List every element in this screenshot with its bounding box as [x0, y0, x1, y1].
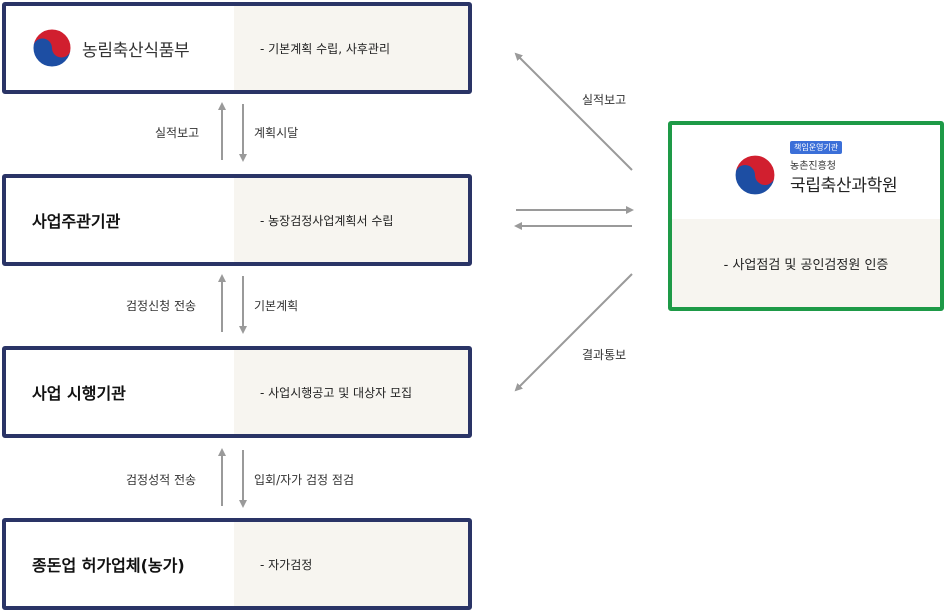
flow3-up-label: 검정성적 전송 — [126, 473, 197, 487]
arrow-report-to-ministry — [514, 52, 633, 171]
flow1-up-label: 실적보고 — [155, 126, 200, 140]
org-farm-name: 종돈업 허가업체(농가) — [32, 556, 185, 575]
org-exec-box: 사업 시행기관 - 사업시행공고 및 대상자 모집 — [2, 346, 472, 438]
ministry-logo: 농림축산식품부 — [6, 6, 234, 90]
org-main-name: 사업주관기관 — [32, 212, 121, 231]
taegeuk-logo-icon — [734, 154, 776, 196]
ministry-box: 농림축산식품부 - 기본계획 수립, 사후관리 — [2, 2, 472, 94]
org-farm-role: - 자가검정 — [234, 522, 468, 606]
nias-name: 국립축산과학원 — [790, 176, 898, 196]
org-main-box: 사업주관기관 - 농장검정사업계획서 수립 — [2, 174, 472, 266]
nias-parent: 농촌진흥청 — [790, 161, 836, 172]
nias-box: 책임운영기관 농촌진흥청 국립축산과학원 - 사업점검 및 공인검정원 인증 — [668, 121, 944, 311]
side-report-label: 실적보고 — [582, 93, 627, 107]
org-exec-role: - 사업시행공고 및 대상자 모집 — [234, 350, 468, 434]
agency-badge: 책임운영기관 — [790, 141, 843, 154]
side-result-label: 결과통보 — [582, 348, 627, 362]
arrow-result-to-exec — [514, 273, 633, 392]
taegeuk-logo-icon — [32, 28, 72, 68]
ministry-role: - 기본계획 수립, 사후관리 — [234, 6, 468, 90]
org-exec-name: 사업 시행기관 — [32, 384, 126, 403]
org-farm-box: 종돈업 허가업체(농가) - 자가검정 — [2, 518, 472, 610]
flow2-up-label: 검정신청 전송 — [126, 299, 197, 313]
flow2-down-label: 기본계획 — [254, 299, 299, 313]
nias-role: - 사업점검 및 공인검정원 인증 — [672, 219, 940, 307]
org-main-role: - 농장검정사업계획서 수립 — [234, 178, 468, 262]
nias-logo-area: 책임운영기관 농촌진흥청 국립축산과학원 — [672, 125, 940, 219]
flow3-down-label: 입회/자가 검정 점검 — [254, 473, 354, 487]
flow1-down-label: 계획시달 — [254, 126, 299, 140]
ministry-name: 농림축산식품부 — [82, 40, 190, 61]
